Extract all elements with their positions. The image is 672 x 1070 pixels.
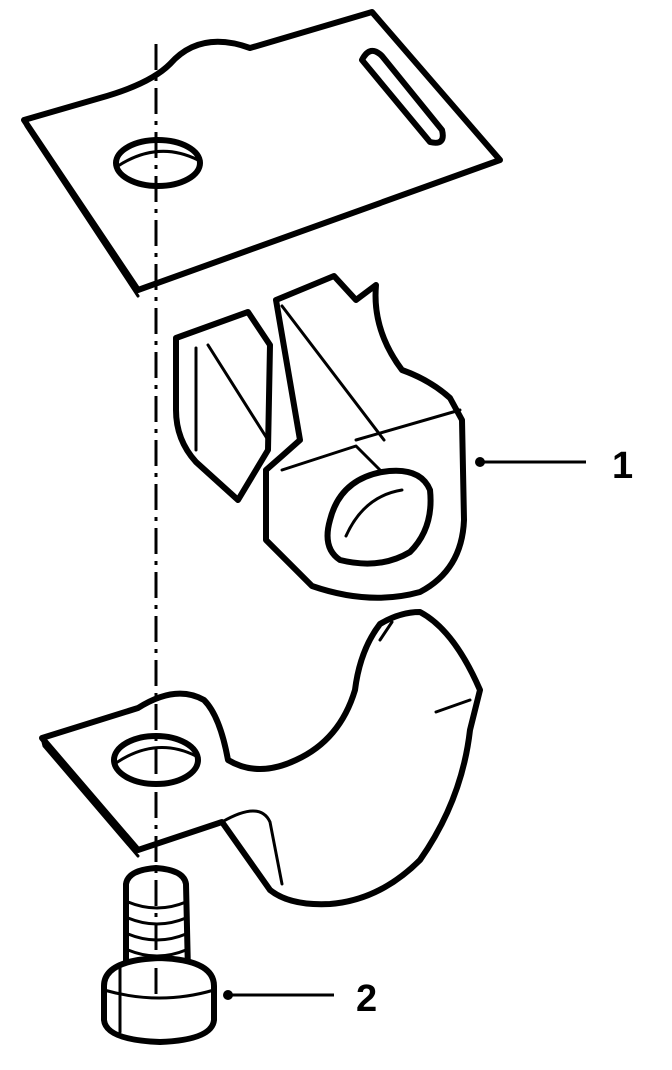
bolt-shank — [123, 865, 191, 975]
callout-2: 2 — [223, 978, 377, 1020]
callout-2-label: 2 — [356, 978, 377, 1020]
rubber-bushing — [173, 273, 467, 601]
callout-1-label: 1 — [612, 445, 633, 487]
top-plate-bolt-hole — [113, 137, 203, 189]
mounting-bolt — [101, 865, 217, 1045]
bushing-rod-bore — [324, 467, 434, 567]
bolt-head — [101, 955, 217, 1045]
top-plate-adjust-slot — [359, 47, 446, 146]
top-plate — [21, 9, 503, 298]
callout-1: 1 — [475, 445, 633, 487]
lower-clamp-bracket — [39, 609, 483, 908]
